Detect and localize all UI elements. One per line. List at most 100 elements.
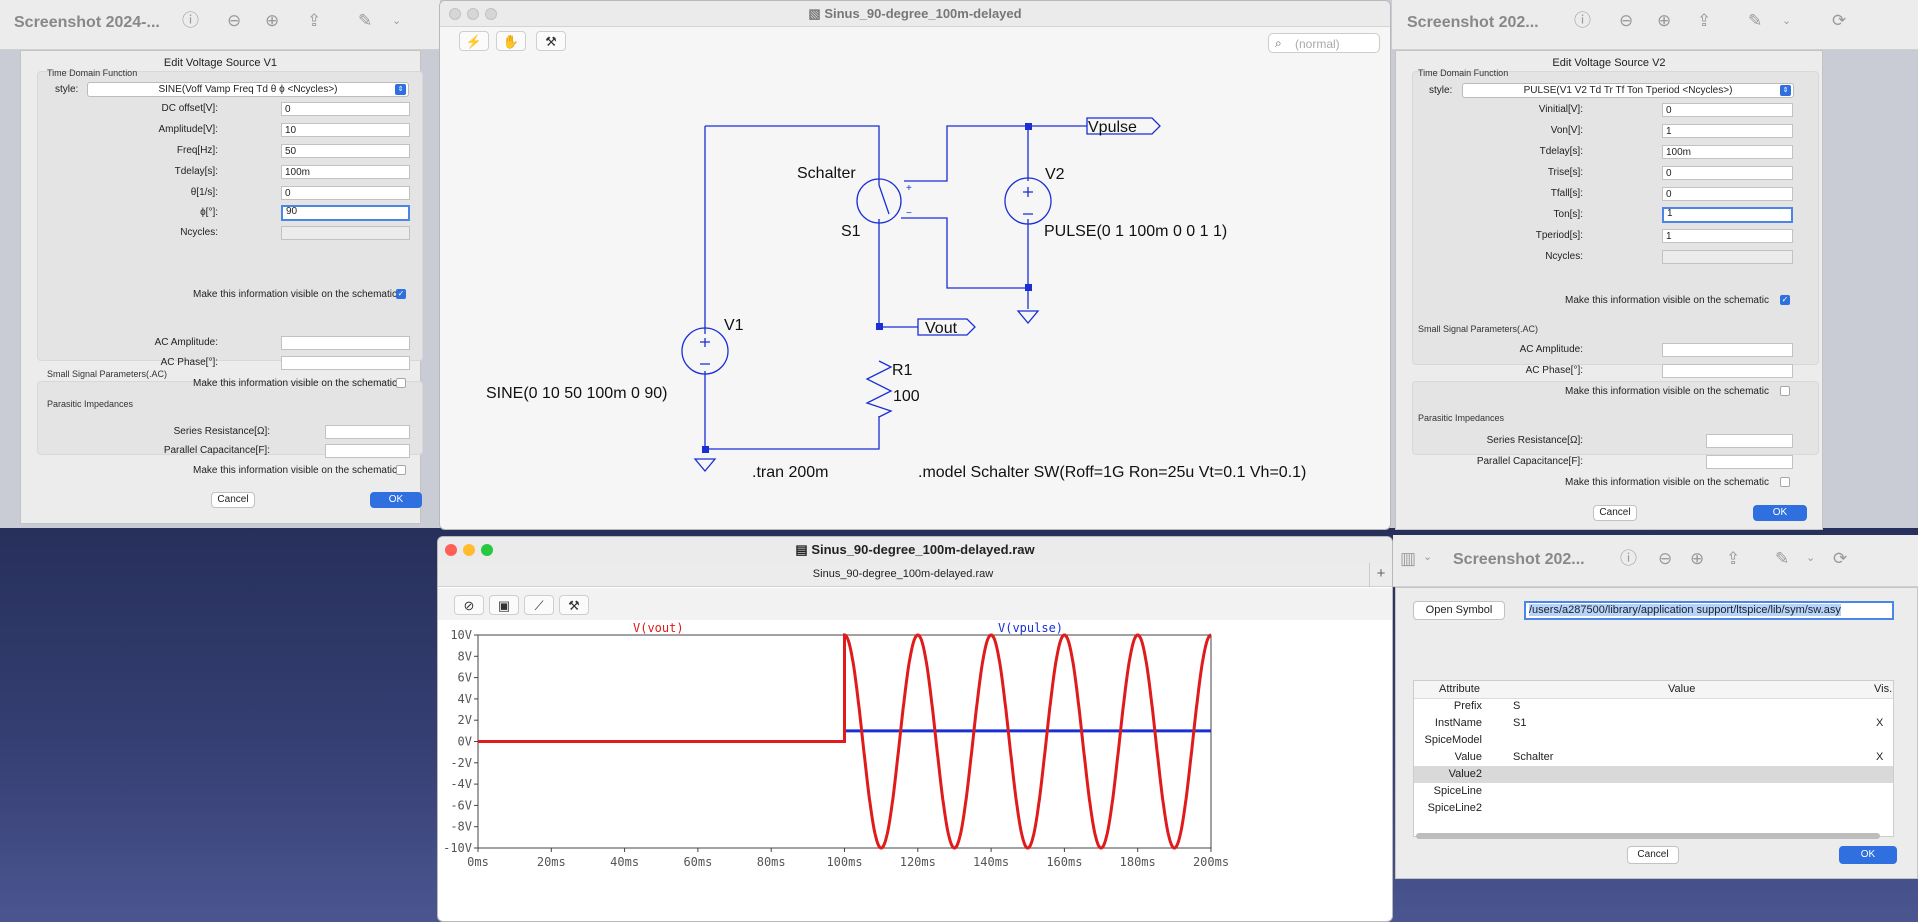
parasitic-visible-checkbox[interactable] [396, 465, 406, 475]
tdelay-field[interactable]: 100m [281, 165, 410, 179]
tperiod-field[interactable]: 1 [1662, 229, 1793, 243]
zoom-out-icon[interactable]: ⊖ [1619, 11, 1634, 30]
minimize-button[interactable] [463, 544, 475, 556]
zoom-in-icon[interactable]: ⊕ [1690, 549, 1705, 568]
table-row[interactable]: SpiceLine2 [1414, 800, 1893, 817]
zoom-in-icon[interactable]: ⊕ [265, 11, 280, 30]
ac-visible-checkbox[interactable] [1780, 386, 1790, 396]
share-icon[interactable]: ⇪ [1697, 11, 1712, 30]
ok-button[interactable]: OK [1753, 505, 1807, 521]
horizontal-scrollbar[interactable] [1416, 833, 1880, 839]
wire [904, 125, 1087, 182]
ac-amplitude-field[interactable] [281, 336, 410, 350]
tfall-field[interactable]: 0 [1662, 187, 1793, 201]
info-icon[interactable]: ⓘ [1620, 549, 1637, 568]
cancel-button[interactable]: Cancel [1593, 505, 1637, 521]
chevron-down-icon[interactable]: ⌄ [1423, 551, 1433, 563]
v1-value-label: SINE(0 10 50 100m 0 90) [486, 385, 667, 402]
close-button[interactable] [445, 544, 457, 556]
dialog-title: Edit Voltage Source V1 [163, 57, 278, 69]
von-field[interactable]: 1 [1662, 124, 1793, 138]
fit-icon[interactable]: ▣ [489, 595, 519, 615]
hammer-icon[interactable]: ⚒ [559, 595, 589, 615]
ncycles-field[interactable] [1662, 250, 1793, 264]
table-row[interactable]: SpiceModel [1414, 732, 1893, 749]
zoom-in-icon[interactable]: ⊕ [1657, 11, 1672, 30]
autorange-icon[interactable]: ⟋ [524, 595, 554, 615]
table-row[interactable]: SpiceLine [1414, 783, 1893, 800]
visible-checkbox[interactable]: ✓ [396, 289, 406, 299]
theta-field[interactable]: 0 [281, 186, 410, 200]
ac-amplitude-field[interactable] [1662, 343, 1793, 357]
markup-icon[interactable]: ✎ [1775, 549, 1790, 568]
markup-icon[interactable]: ✎ [1748, 11, 1763, 30]
ac-phase-field[interactable] [281, 356, 410, 370]
ac-visible-checkbox[interactable] [396, 378, 406, 388]
chevron-down-icon[interactable]: ⌄ [392, 15, 402, 27]
amplitude-field[interactable]: 10 [281, 123, 410, 137]
zoom-area-icon[interactable]: ⊘ [454, 595, 484, 615]
ac-phase-field[interactable] [1662, 364, 1793, 378]
zoom-button[interactable] [481, 544, 493, 556]
phi-field[interactable]: 90 [281, 205, 410, 221]
rotate-icon[interactable]: ⟳ [1832, 11, 1847, 30]
parasitic-visible-checkbox[interactable] [1780, 477, 1790, 487]
hand-icon[interactable]: ✋ [496, 31, 526, 51]
table-row[interactable]: Value2 [1414, 766, 1893, 783]
plus-mark: + [906, 183, 912, 194]
field-label: Vinitial[V]: [1538, 104, 1583, 115]
close-button[interactable] [449, 8, 461, 20]
add-tab-button[interactable]: + [1369, 563, 1392, 587]
vinitial-field[interactable]: 0 [1662, 103, 1793, 117]
cancel-button[interactable]: Cancel [211, 492, 255, 508]
sidebar-icon[interactable]: ▥ [1400, 549, 1417, 568]
x-tick-label: 120ms [900, 855, 936, 869]
info-icon[interactable]: ⓘ [182, 11, 199, 30]
markup-icon[interactable]: ✎ [358, 11, 373, 30]
share-icon[interactable]: ⇪ [1726, 549, 1741, 568]
cancel-button[interactable]: Cancel [1627, 846, 1679, 864]
tdelay-field[interactable]: 100m [1662, 145, 1793, 159]
parallel-capacitance-field[interactable] [1706, 455, 1793, 469]
zoom-button[interactable] [485, 8, 497, 20]
minimize-button[interactable] [467, 8, 479, 20]
zoom-out-icon[interactable]: ⊖ [1658, 549, 1673, 568]
share-icon[interactable]: ⇪ [307, 11, 322, 30]
freq-field[interactable]: 50 [281, 144, 410, 158]
minus-mark: − [906, 208, 912, 219]
ton-field[interactable]: 1 [1662, 207, 1793, 223]
y-tick-label: -6V [450, 798, 472, 812]
dc-offset-field[interactable]: 0 [281, 102, 410, 116]
value-cell: S1 [1513, 717, 1527, 729]
model-directive: .model Schalter SW(Roff=1G Ron=25u Vt=0.… [918, 464, 1306, 481]
rotate-icon[interactable]: ⟳ [1833, 549, 1848, 568]
x-tick-label: 40ms [610, 855, 639, 869]
parallel-capacitance-field[interactable] [325, 444, 410, 458]
edit-voltage-source-v2-dialog: Edit Voltage Source V2 Time Domain Funct… [1395, 50, 1823, 530]
ok-button[interactable]: OK [1839, 846, 1897, 864]
zoom-out-icon[interactable]: ⊖ [227, 11, 242, 30]
search-field[interactable]: ⌕ (normal) [1268, 33, 1380, 53]
run-icon[interactable]: ⚡ [459, 31, 489, 51]
symbol-path-field[interactable]: /users/a287500/library/application suppo… [1524, 601, 1894, 620]
v2-value-label: PULSE(0 1 100m 0 0 1 1) [1044, 223, 1227, 240]
chevron-down-icon[interactable]: ⌄ [1806, 552, 1816, 564]
ncycles-field[interactable] [281, 226, 410, 240]
r1-label: R1 [892, 362, 913, 379]
vout-label: Vout [925, 320, 958, 337]
info-icon[interactable]: ⓘ [1574, 11, 1591, 30]
style-select[interactable]: PULSE(V1 V2 Td Tr Tf Ton Tperiod <Ncycle… [1462, 83, 1794, 98]
style-select[interactable]: SINE(Voff Vamp Freq Td θ ϕ <Ncycles>) ⇕ [87, 82, 409, 97]
waveform-tab[interactable]: Sinus_90-degree_100m-delayed.raw [812, 568, 994, 580]
chevron-down-icon[interactable]: ⌄ [1782, 15, 1792, 27]
series-resistance-field[interactable] [325, 425, 410, 439]
ok-button[interactable]: OK [370, 492, 422, 508]
open-symbol-button[interactable]: Open Symbol [1413, 601, 1505, 620]
series-resistance-field[interactable] [1706, 434, 1793, 448]
visible-checkbox[interactable]: ✓ [1780, 295, 1790, 305]
trise-field[interactable]: 0 [1662, 166, 1793, 180]
hammer-icon[interactable]: ⚒ [536, 31, 566, 51]
